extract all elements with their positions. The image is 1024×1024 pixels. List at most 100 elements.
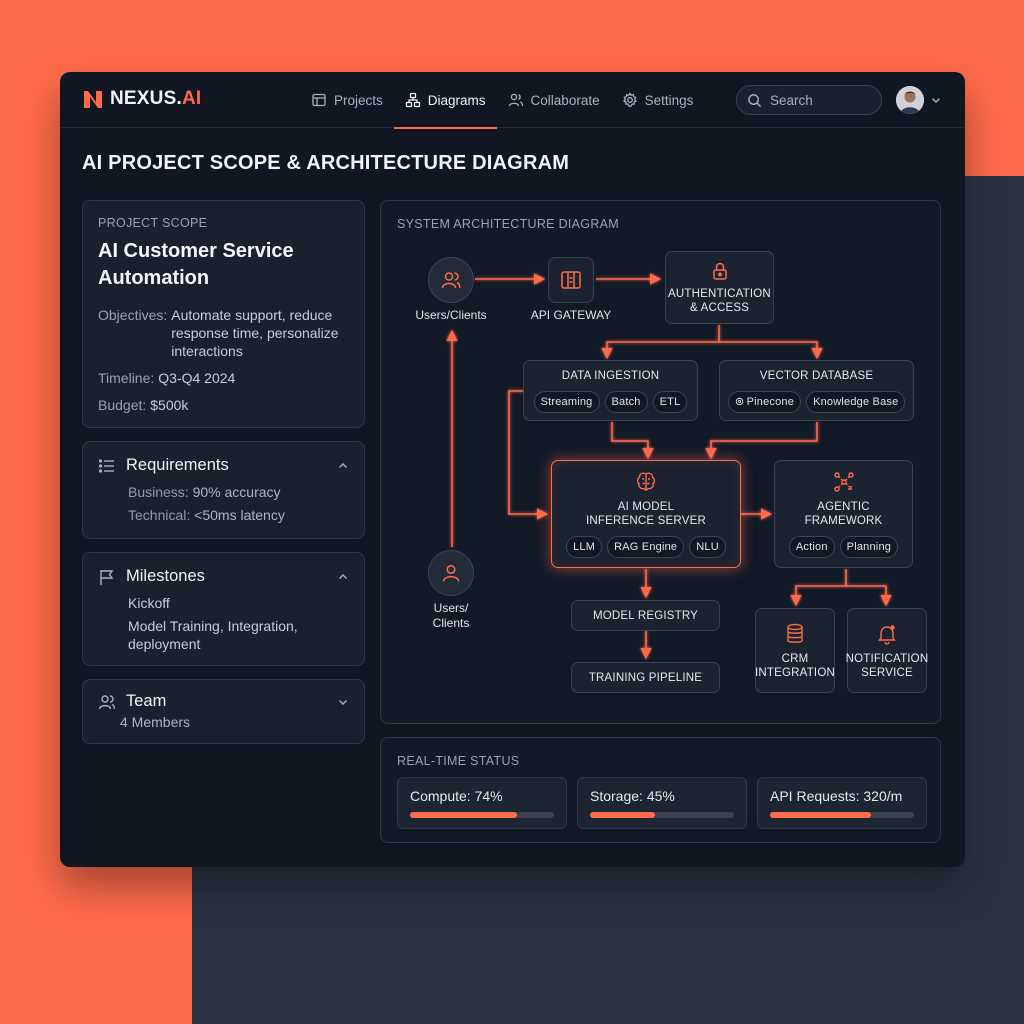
- chevron-up-icon[interactable]: [337, 571, 349, 583]
- logo[interactable]: NEXUS.AI: [82, 88, 201, 110]
- users-clients-bottom-label: Users/ Clients: [411, 601, 491, 631]
- auth-label-2: & ACCESS: [689, 301, 750, 314]
- technical-value: <50ms latency: [194, 507, 285, 523]
- api-gateway-label: API GATEWAY: [530, 308, 612, 322]
- requirements-header[interactable]: Requirements: [98, 456, 349, 475]
- nav-collaborate[interactable]: Collaborate: [497, 72, 611, 128]
- chevron-down-icon[interactable]: [337, 696, 349, 708]
- nav-projects[interactable]: Projects: [300, 72, 394, 128]
- gateway-icon: [561, 271, 581, 289]
- nav-diagrams[interactable]: Diagrams: [393, 72, 497, 129]
- list-icon: [98, 458, 114, 473]
- agentic-label-1: AGENTIC: [817, 501, 870, 513]
- tag-pinecone-label: Pinecone: [746, 395, 795, 408]
- inference-label-2: INFERENCE SERVER: [586, 515, 706, 527]
- budget-row: Budget: $500k: [98, 396, 349, 414]
- timeline-key: Timeline:: [98, 370, 155, 386]
- auth-label-1: AUTHENTICATION: [668, 287, 771, 300]
- storage-progress-fill: [590, 812, 655, 818]
- chevron-up-icon[interactable]: [337, 460, 349, 472]
- users-icon: [441, 272, 461, 289]
- tag-pinecone: Pinecone: [727, 390, 802, 413]
- milestone-item: Kickoff: [128, 595, 170, 611]
- authentication-node[interactable]: AUTHENTICATION & ACCESS: [665, 251, 774, 324]
- tag-planning: Planning: [839, 536, 899, 558]
- tag-etl: ETL: [652, 390, 688, 413]
- users-bottom-line-1: Users/: [433, 601, 469, 615]
- team-members: 4 Members: [120, 714, 191, 730]
- app-name: NEXUS.AI: [110, 88, 202, 109]
- nav-settings[interactable]: Settings: [611, 72, 705, 128]
- tag-nlu: NLU: [689, 536, 726, 558]
- users-bottom-line-2: Clients: [432, 616, 470, 630]
- flag-icon: [100, 569, 114, 585]
- budget-value: $500k: [150, 397, 189, 413]
- data-ingestion-node[interactable]: DATA INGESTION Streaming Batch ETL: [523, 360, 698, 421]
- objectives-row: Objectives: Automate support, reduce res…: [98, 306, 349, 360]
- architecture-diagram: SYSTEM ARCHITECTURE DIAGRAM: [380, 200, 941, 724]
- api-requests-metric: API Requests: 320/m: [757, 777, 927, 829]
- users-icon: [98, 694, 116, 709]
- search-input[interactable]: [770, 92, 870, 108]
- business-value: 90% accuracy: [192, 484, 281, 500]
- real-time-status: REAL-TIME STATUS Compute: 74% Storage: 4…: [380, 737, 941, 843]
- nav-collaborate-label: Collaborate: [530, 92, 600, 108]
- training-pipeline-node[interactable]: TRAINING PIPELINE: [571, 662, 720, 693]
- notif-label-2: SERVICE: [861, 666, 913, 679]
- nexus-logo-icon: [84, 91, 102, 108]
- nav-settings-label: Settings: [644, 92, 694, 108]
- team-header[interactable]: Team: [98, 692, 349, 711]
- user-avatar-icon: [896, 86, 924, 114]
- requirements-title: Requirements: [126, 456, 229, 474]
- tag-llm: LLM: [566, 536, 603, 558]
- nav-diagrams-label: Diagrams: [427, 92, 486, 108]
- users-clients-bottom-node[interactable]: [428, 550, 474, 596]
- agentic-framework-node[interactable]: AGENTIC FRAMEWORK Action Planning: [774, 460, 913, 568]
- search-box[interactable]: [736, 85, 882, 115]
- api-gateway-node[interactable]: [548, 257, 594, 303]
- storage-label: Storage: 45%: [590, 788, 675, 804]
- milestones-section[interactable]: Milestones Kickoff Model Training, Integ…: [82, 552, 365, 666]
- users-clients-node[interactable]: [428, 257, 474, 303]
- objectives-value: Automate support, reduce response time, …: [171, 307, 339, 359]
- api-requests-progress-track: [770, 812, 914, 818]
- objectives-key: Objectives:: [98, 307, 168, 323]
- vector-database-node[interactable]: VECTOR DATABASE Pinecone Knowledge Base: [719, 360, 914, 421]
- table-icon: [312, 93, 326, 107]
- requirements-section[interactable]: Requirements Business: 90% accuracy Tech…: [82, 441, 365, 539]
- diagram-label: SYSTEM ARCHITECTURE DIAGRAM: [397, 217, 620, 231]
- technical-key: Technical:: [128, 507, 191, 523]
- diagram-connectors: [446, 273, 892, 660]
- compute-progress-track: [410, 812, 554, 818]
- project-name: AI Customer Service Automation: [98, 240, 294, 289]
- requirements-body: Business: 90% accuracy Technical: <50ms …: [128, 483, 349, 524]
- milestone-item: Model Training, Integration, deployment: [128, 618, 298, 652]
- timeline-value: Q3-Q4 2024: [158, 370, 236, 386]
- crm-integration-node[interactable]: CRM INTEGRATION: [755, 608, 835, 693]
- api-requests-label: API Requests: 320/m: [770, 788, 903, 804]
- inference-server-node[interactable]: AI MODEL INFERENCE SERVER LLM RAG Engine…: [551, 460, 741, 568]
- network-icon: [833, 472, 854, 492]
- main-nav: Projects Diagrams Collaborate Settings: [300, 72, 705, 129]
- milestones-header[interactable]: Milestones: [98, 567, 349, 586]
- tag-rag-engine: RAG Engine: [607, 536, 685, 558]
- app-window: NEXUS.AI Projects Diagrams Collaborate S…: [60, 72, 965, 867]
- notification-service-node[interactable]: NOTIFICATION SERVICE: [846, 608, 928, 693]
- vector-tags: Pinecone Knowledge Base: [727, 390, 906, 413]
- hierarchy-icon: [405, 92, 420, 108]
- agentic-tags: Action Planning: [788, 536, 899, 558]
- crm-label-2: INTEGRATION: [755, 666, 835, 679]
- model-registry-node[interactable]: MODEL REGISTRY: [571, 600, 720, 631]
- avatar[interactable]: [896, 86, 924, 114]
- milestones-body: Kickoff Model Training, Integration, dep…: [128, 594, 349, 653]
- top-bar: NEXUS.AI Projects Diagrams Collaborate S…: [60, 72, 965, 129]
- milestones-title: Milestones: [126, 567, 205, 585]
- timeline-row: Timeline: Q3-Q4 2024: [98, 369, 349, 387]
- team-title: Team: [126, 692, 167, 710]
- tag-knowledge-base: Knowledge Base: [806, 390, 906, 413]
- project-scope-label: PROJECT SCOPE: [98, 216, 208, 230]
- chevron-down-icon[interactable]: [930, 94, 942, 106]
- ingestion-tags: Streaming Batch ETL: [533, 390, 688, 413]
- database-icon: [787, 623, 803, 643]
- team-section[interactable]: Team 4 Members: [82, 679, 365, 744]
